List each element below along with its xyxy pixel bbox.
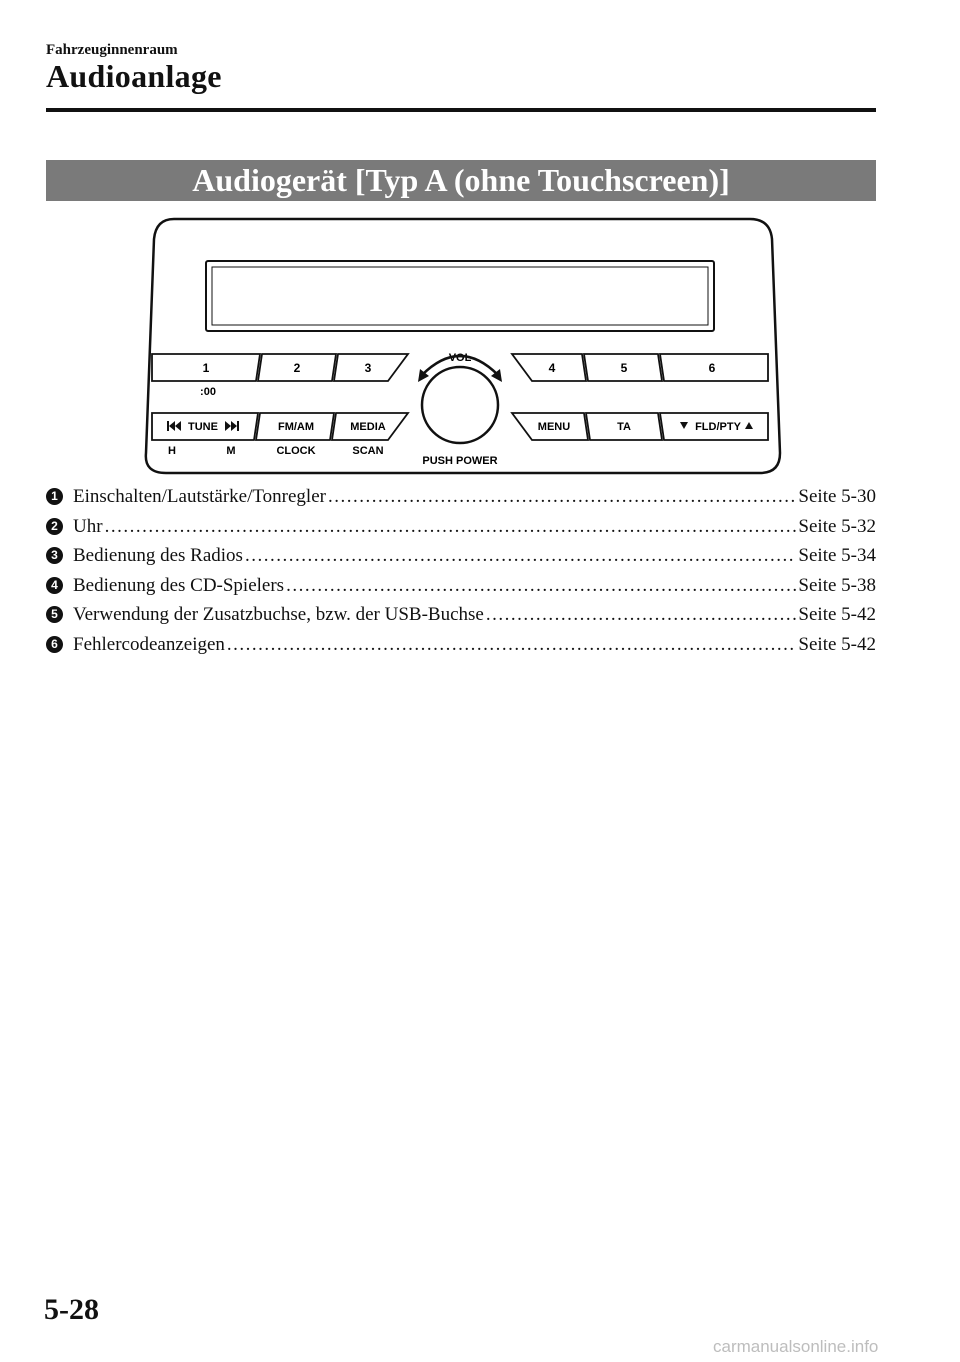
preset-2-label: 2 <box>294 361 301 375</box>
preset-1-label: 1 <box>203 361 210 375</box>
hour-label: H <box>168 445 176 457</box>
toc-item-text: Uhr <box>73 515 103 537</box>
chapter-title: Audioanlage <box>46 58 222 94</box>
toc-list: 1 Einschalten/Lautstärke/Tonregler Seite… <box>46 482 876 659</box>
toc-item[interactable]: 3 Bedienung des Radios Seite 5-34 <box>46 541 876 571</box>
preset-button-5[interactable] <box>582 353 664 382</box>
toc-item[interactable]: 6 Fehlercodeanzeigen Seite 5-42 <box>46 630 876 660</box>
section-banner: Audiogerät [Typ A (ohne Touchscreen)] <box>46 160 876 201</box>
page-number: 5-28 <box>44 1293 99 1326</box>
toc-item[interactable]: 2 Uhr Seite 5-32 <box>46 512 876 542</box>
fm-am-label: FM/AM <box>278 421 314 433</box>
toc-number-badge: 5 <box>46 606 63 624</box>
vol-arc <box>421 354 499 376</box>
banner-title: Audiogerät [Typ A (ohne Touchscreen)] <box>192 162 730 198</box>
seek-forward-icon <box>225 421 239 431</box>
scan-label: SCAN <box>352 445 383 457</box>
seek-back-icon <box>167 421 181 431</box>
toc-page-ref[interactable]: Seite 5-42 <box>798 633 876 655</box>
menu-label: MENU <box>538 421 570 433</box>
menu-button[interactable] <box>510 412 590 441</box>
toc-leader-dots <box>227 630 797 660</box>
toc-page-ref[interactable]: Seite 5-30 <box>798 486 876 507</box>
preset-5-label: 5 <box>621 361 628 375</box>
preset-button-2[interactable] <box>256 353 338 382</box>
media-button[interactable] <box>330 412 410 441</box>
section-label: Fahrzeuginnenraum <box>46 42 178 58</box>
preset-button-4[interactable] <box>510 353 588 382</box>
toc-leader-dots <box>245 541 796 571</box>
toc-item-text: Einschalten/Lautstärke/Tonregler <box>73 486 326 507</box>
preset-button-3[interactable] <box>332 353 410 382</box>
watermark: carmanualsonline.info <box>713 1337 879 1356</box>
minute-label: M <box>226 445 235 457</box>
push-power-label: PUSH POWER <box>422 455 497 467</box>
vol-arrow-left-icon <box>418 369 429 382</box>
toc-item[interactable]: 1 Einschalten/Lautstärke/Tonregler Seite… <box>46 482 876 512</box>
clock-minutes-label: :00 <box>200 386 216 398</box>
fld-up-icon <box>745 422 753 429</box>
toc-leader-dots <box>286 571 796 601</box>
clock-label: CLOCK <box>276 445 315 457</box>
tune-label: TUNE <box>188 421 218 433</box>
preset-4-label: 4 <box>549 361 556 375</box>
toc-item-text: Bedienung des CD-Spielers <box>73 574 285 596</box>
toc-number-badge: 2 <box>46 517 63 535</box>
toc-page-ref[interactable]: Seite 5-32 <box>798 515 876 537</box>
display-inner <box>211 266 709 326</box>
toc-leader-dots <box>486 600 797 630</box>
fm-am-button[interactable] <box>254 412 336 441</box>
toc-number-badge: 3 <box>46 547 63 565</box>
toc-page-ref[interactable]: Seite 5-38 <box>798 574 876 596</box>
ta-label: TA <box>617 421 631 433</box>
toc-item[interactable]: 4 Bedienung des CD-Spielers Seite 5-38 <box>46 571 876 601</box>
volume-knob[interactable] <box>420 365 500 445</box>
toc-item-text: Verwendung der Zusatzbuchse, bzw. der US… <box>73 604 484 625</box>
header-rule <box>46 108 876 112</box>
fld-down-icon <box>680 422 688 429</box>
toc-number-badge: 6 <box>46 635 63 653</box>
toc-leader-dots <box>105 512 797 542</box>
toc-page-ref[interactable]: Seite 5-42 <box>798 604 876 625</box>
toc-item-text: Bedienung des Radios <box>73 545 243 566</box>
toc-number-badge: 4 <box>46 576 63 594</box>
audio-unit-illustration: 1 2 3 :00 4 5 6 VOL PUSH POWER TUNE <box>140 215 785 482</box>
toc-page-ref[interactable]: Seite 5-34 <box>798 545 876 566</box>
preset-6-label: 6 <box>709 361 716 375</box>
ta-button[interactable] <box>584 412 664 441</box>
fld-pty-button[interactable] <box>658 412 769 441</box>
toc-number-badge: 1 <box>46 488 63 506</box>
fld-pty-label: FLD/PTY <box>695 421 741 433</box>
media-label: MEDIA <box>350 421 386 433</box>
toc-item[interactable]: 5 Verwendung der Zusatzbuchse, bzw. der … <box>46 600 876 630</box>
vol-arrow-right-icon <box>491 369 502 382</box>
toc-item-text: Fehlercodeanzeigen <box>73 633 225 655</box>
preset-3-label: 3 <box>365 361 372 375</box>
audio-unit-svg: 1 2 3 :00 4 5 6 VOL PUSH POWER TUNE <box>144 217 782 475</box>
vol-label: VOL <box>449 352 472 364</box>
preset-button-1[interactable] <box>151 353 262 382</box>
toc-leader-dots <box>328 482 796 512</box>
tune-button[interactable] <box>151 412 260 441</box>
preset-button-6[interactable] <box>658 353 769 382</box>
